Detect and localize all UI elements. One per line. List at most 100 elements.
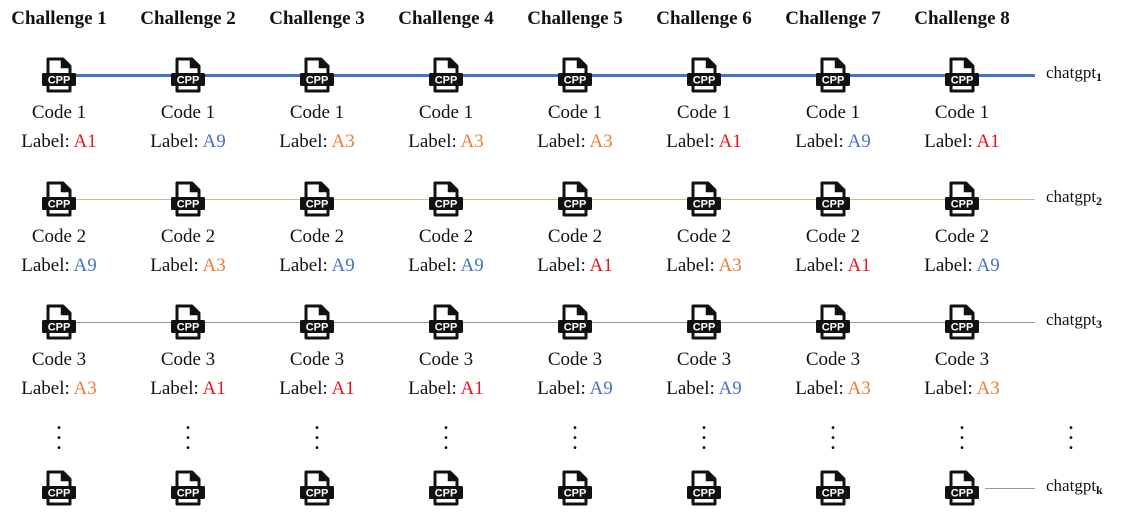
cpp-icon-text: CPP xyxy=(693,75,716,87)
label-value: A1 xyxy=(460,378,484,399)
cpp-icon-text: CPP xyxy=(951,75,974,87)
label-prefix: Label: xyxy=(408,255,461,276)
label-value: A9 xyxy=(718,378,742,399)
code-label: Label: A1 xyxy=(150,378,225,400)
label-value: A9 xyxy=(847,131,871,152)
label-value: A3 xyxy=(331,131,355,152)
code-name: Code 3 xyxy=(160,349,216,370)
code-label: Label: A3 xyxy=(795,378,870,400)
label-value: A1 xyxy=(847,255,871,276)
cpp-icon-text: CPP xyxy=(48,199,71,211)
cpp-file-icon: CPP xyxy=(684,57,724,98)
label-prefix: Label: xyxy=(150,378,203,399)
connector-line xyxy=(50,322,1035,323)
connector-line xyxy=(50,199,1035,200)
cpp-file-icon: CPP xyxy=(426,181,466,222)
vertical-ellipsis: ... xyxy=(56,409,62,455)
model-label: chatgpt2 xyxy=(1046,187,1102,209)
code-name: Code 1 xyxy=(547,102,603,123)
cpp-file-icon: CPP xyxy=(813,304,853,345)
cpp-icon-text: CPP xyxy=(693,488,716,500)
label-value: A3 xyxy=(460,131,484,152)
label-prefix: Label: xyxy=(150,255,203,276)
code-label: Label: A3 xyxy=(279,131,354,153)
code-name: Code 3 xyxy=(805,349,861,370)
cpp-file-icon: CPP xyxy=(168,57,208,98)
code-label: Label: A9 xyxy=(537,378,612,400)
cpp-file-icon: CPP xyxy=(684,470,724,511)
code-label: Label: A1 xyxy=(666,131,741,153)
vertical-ellipsis: ... xyxy=(830,409,836,455)
code-label: Label: A3 xyxy=(924,378,999,400)
cpp-file-icon: CPP xyxy=(297,304,337,345)
connector-line xyxy=(50,74,1035,77)
cpp-icon-text: CPP xyxy=(822,75,845,87)
cpp-icon-text: CPP xyxy=(693,322,716,334)
label-prefix: Label: xyxy=(795,255,848,276)
cpp-icon-text: CPP xyxy=(822,488,845,500)
label-value: A1 xyxy=(976,131,1000,152)
label-value: A9 xyxy=(976,255,1000,276)
cpp-icon-text: CPP xyxy=(177,75,200,87)
code-label: Label: A3 xyxy=(666,255,741,277)
label-prefix: Label: xyxy=(666,378,719,399)
cpp-icon-text: CPP xyxy=(564,322,587,334)
label-prefix: Label: xyxy=(537,378,590,399)
code-name: Code 2 xyxy=(160,226,216,247)
cpp-file-icon: CPP xyxy=(555,181,595,222)
challenge-header: Challenge 6 xyxy=(656,8,752,29)
cpp-file-icon: CPP xyxy=(297,57,337,98)
vertical-ellipsis: ... xyxy=(572,409,578,455)
cpp-icon-text: CPP xyxy=(951,322,974,334)
code-name: Code 2 xyxy=(547,226,603,247)
code-name: Code 1 xyxy=(805,102,861,123)
model-label: chatgpt1 xyxy=(1046,63,1102,85)
cpp-icon-text: CPP xyxy=(306,199,329,211)
code-name: Code 3 xyxy=(676,349,732,370)
cpp-file-icon: CPP xyxy=(168,470,208,511)
code-name: Code 3 xyxy=(31,349,87,370)
label-prefix: Label: xyxy=(279,131,332,152)
code-name: Code 3 xyxy=(289,349,345,370)
code-label: Label: A1 xyxy=(924,131,999,153)
label-value: A1 xyxy=(589,255,613,276)
cpp-icon-text: CPP xyxy=(822,322,845,334)
connector-line xyxy=(985,488,1035,489)
cpp-file-icon: CPP xyxy=(168,181,208,222)
cpp-file-icon: CPP xyxy=(39,57,79,98)
code-name: Code 2 xyxy=(418,226,474,247)
code-name: Code 1 xyxy=(289,102,345,123)
code-label: Label: A3 xyxy=(150,255,225,277)
label-value: A1 xyxy=(202,378,226,399)
model-subscript: k xyxy=(1096,483,1103,497)
code-name: Code 2 xyxy=(31,226,87,247)
cpp-file-icon: CPP xyxy=(168,304,208,345)
label-prefix: Label: xyxy=(666,255,719,276)
cpp-icon-text: CPP xyxy=(306,75,329,87)
code-label: Label: A9 xyxy=(924,255,999,277)
vertical-ellipsis: ... xyxy=(443,409,449,455)
code-name: Code 3 xyxy=(934,349,990,370)
cpp-icon-text: CPP xyxy=(177,199,200,211)
label-prefix: Label: xyxy=(924,131,977,152)
cpp-file-icon: CPP xyxy=(39,181,79,222)
model-name: chatgpt xyxy=(1046,476,1097,495)
code-label: Label: A3 xyxy=(21,378,96,400)
code-name: Code 1 xyxy=(676,102,732,123)
label-prefix: Label: xyxy=(21,255,74,276)
cpp-icon-text: CPP xyxy=(48,75,71,87)
model-label: chatgptk xyxy=(1046,476,1103,498)
label-value: A9 xyxy=(202,131,226,152)
code-name: Code 3 xyxy=(418,349,474,370)
cpp-icon-text: CPP xyxy=(951,488,974,500)
code-label: Label: A9 xyxy=(408,255,483,277)
challenge-header: Challenge 1 xyxy=(11,8,107,29)
vertical-ellipsis: ... xyxy=(185,409,191,455)
code-name: Code 1 xyxy=(934,102,990,123)
cpp-icon-text: CPP xyxy=(564,488,587,500)
cpp-icon-text: CPP xyxy=(177,488,200,500)
cpp-icon-text: CPP xyxy=(435,199,458,211)
cpp-file-icon: CPP xyxy=(297,470,337,511)
label-prefix: Label: xyxy=(279,378,332,399)
